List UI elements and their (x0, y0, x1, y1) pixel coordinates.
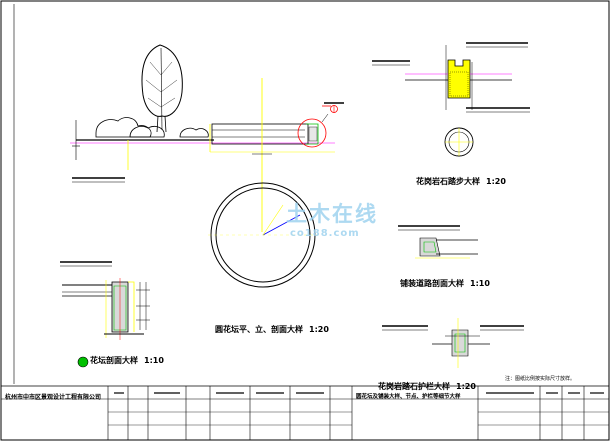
bottom-right-detail-label: 花岗岩踏石护栏大样 (378, 382, 450, 391)
center-plan-label: 圆花坛平、立、剖面大样 (215, 325, 303, 334)
north-arrow-icon (322, 105, 338, 113)
railing-detail (382, 318, 524, 368)
top-right-detail-label: 花岗岩石踏步大样 (416, 177, 480, 186)
left-section-label: 花坛剖面大样 (90, 356, 138, 365)
left-section-scale: 1:10 (144, 356, 164, 365)
middle-right-detail-scale: 1:10 (470, 279, 490, 288)
drawing-note: 注：图纸比例按实际尺寸放样。 (505, 376, 576, 382)
top-right-detail-scale: 1:20 (486, 177, 506, 186)
top-right-detail-title: 花岗岩石踏步大样 1:20 (416, 178, 506, 186)
stone-step-detail (372, 42, 530, 157)
title-block-drawing-name: 圆花坛及铺装大样、节点、护栏等细节大样 (356, 394, 461, 400)
middle-right-detail-title: 铺装道路剖面大样 1:10 (400, 280, 490, 288)
center-plan-scale: 1:20 (309, 325, 329, 334)
planting-elevation (70, 44, 338, 183)
title-block (1, 385, 609, 440)
bottom-right-detail-scale: 1:20 (456, 382, 476, 391)
title-block-company: 杭州市中市区景观设计工程有限公司 (5, 394, 102, 401)
bottom-right-detail-title: 花岗岩踏石护栏大样 1:20 (378, 383, 476, 391)
circular-planter-plan (208, 182, 318, 288)
watermark-url: co188.com (290, 228, 360, 239)
paving-section-detail (398, 225, 478, 259)
center-plan-title: 圆花坛平、立、剖面大样 1:20 (215, 326, 329, 334)
shrub-icon (95, 117, 209, 138)
middle-right-detail-label: 铺装道路剖面大样 (400, 279, 464, 288)
planter-section-detail (60, 261, 150, 368)
left-section-title: 花坛剖面大样 1:10 (90, 357, 164, 365)
watermark-text: 土木在线 (286, 202, 378, 226)
tree-icon (141, 44, 183, 133)
